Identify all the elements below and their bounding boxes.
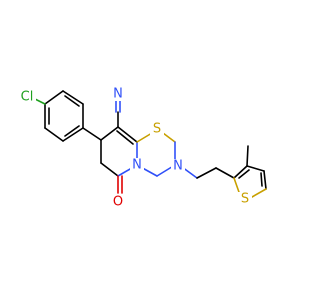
- amine-nitrogen-label: N: [173, 159, 183, 174]
- bond: [44, 90, 64, 105]
- atom-labels: Cl N S N N S O: [18, 87, 252, 210]
- thiophene-sulfur-label: S: [241, 192, 249, 207]
- bond: [62, 90, 84, 105]
- bond: [260, 172, 263, 187]
- bond: [215, 167, 235, 179]
- bond: [246, 145, 249, 167]
- label-bg: [111, 87, 125, 101]
- bond: [116, 130, 134, 145]
- label-bg: [18, 90, 36, 105]
- bond-layer: [32, 90, 267, 198]
- bond: [196, 167, 217, 179]
- bond: [82, 127, 102, 141]
- bond: [238, 169, 250, 179]
- bond: [246, 165, 265, 172]
- bond: [100, 162, 119, 177]
- label-bg: [238, 192, 252, 207]
- molecule-structure: Cl N S N N S O: [18, 86, 267, 210]
- bond: [233, 165, 248, 179]
- carbonyl-oxygen-label: O: [113, 195, 123, 210]
- bond: [117, 126, 138, 143]
- ring-sulfur-label: S: [153, 122, 161, 137]
- bond: [100, 126, 119, 141]
- label-bg: [150, 122, 164, 137]
- bond: [62, 127, 84, 142]
- bond: [162, 132, 176, 143]
- bond: [64, 125, 80, 137]
- label-bg: [130, 158, 144, 172]
- chlorine-atom-label: Cl: [21, 90, 34, 105]
- bond: [251, 188, 267, 198]
- bond: [44, 127, 64, 142]
- ring-nitrogen-label: N: [132, 158, 142, 173]
- nitrile-nitrogen-label: N: [113, 87, 123, 102]
- label-bg: [111, 195, 125, 210]
- bond: [64, 95, 80, 107]
- label-bg: [171, 159, 185, 173]
- bond: [263, 170, 267, 190]
- bond: [136, 132, 153, 143]
